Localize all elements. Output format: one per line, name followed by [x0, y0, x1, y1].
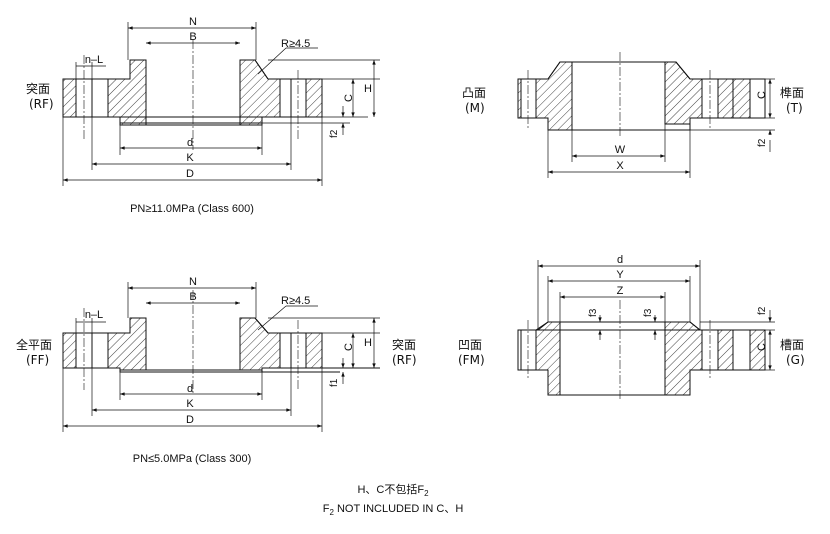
hub-section-right [664, 321, 703, 396]
ring-section-right [305, 78, 323, 118]
caption-class300: PN≤5.0MPa (Class 300) [133, 453, 252, 465]
dim-C: C [343, 94, 355, 102]
dim-f1: f1 [329, 378, 340, 387]
bolt-hole-left [520, 78, 537, 119]
dim-nL: n–L [85, 309, 103, 321]
face-label-right-cn: 槽面 [780, 338, 804, 352]
bolt-hole-right [290, 332, 307, 369]
view-female-groove: d Y Z f3 f3 f2 C 凹面 (FM) 槽面 (G) [458, 254, 805, 400]
dim-Y: Y [616, 269, 624, 281]
dim-f2: f2 [329, 129, 340, 138]
dim-K: K [186, 152, 194, 164]
face-label-left-en: (M) [465, 101, 485, 115]
hub-section-left [107, 59, 147, 126]
face-label-left-cn: 凹面 [458, 338, 482, 352]
hub-section-right [239, 59, 281, 126]
face-label-left-en: (FM) [458, 353, 485, 367]
face-label-right-cn: 突面 [392, 337, 416, 352]
caption-class600: PN≥11.0MPa (Class 600) [130, 203, 254, 215]
hub-section-left [107, 317, 147, 371]
view-ff-class300: N B n–L R≥4.5 d K D C H f1 全平面 (FF) 突 [16, 276, 417, 465]
notes: H、C不包括F2 F2 NOT INCLUDED IN C、H [323, 482, 464, 517]
face-label-right-en: (G) [786, 353, 805, 367]
note-line-1: H、C不包括F2 [357, 482, 429, 498]
face-label-right-cn: 榫面 [780, 85, 804, 100]
view-rf-class600: N B n–L R≥4.5 d K D C H f2 突面 ( [26, 16, 380, 215]
hub-section-right [664, 61, 703, 125]
face-label-en: (RF) [29, 97, 54, 111]
dim-C: C [756, 343, 768, 351]
face-label-right-en: (RF) [392, 353, 417, 367]
face-label-left-cn: 凸面 [462, 86, 486, 100]
face-label-right-en: (T) [786, 101, 803, 115]
face-label-cn: 突面 [26, 81, 50, 96]
dim-f3-right: f3 [643, 308, 654, 317]
dim-Z: Z [617, 285, 624, 297]
dim-f2: f2 [757, 138, 768, 147]
view-male-tongue: W X C f2 凸面 (M) 榫面 (T) [462, 52, 804, 178]
flange-outline [62, 317, 323, 373]
dim-X: X [616, 160, 624, 172]
dim-D: D [186, 168, 194, 180]
bolt-hole-left [520, 329, 537, 371]
dim-K: K [186, 398, 194, 410]
bolt-hole-right [290, 78, 307, 118]
hub-section-left [535, 61, 573, 131]
dim-C: C [343, 343, 355, 351]
dim-f2: f2 [757, 306, 768, 315]
dim-D: D [186, 414, 194, 426]
dim-B: B [189, 31, 196, 43]
dim-B: B [189, 291, 196, 303]
dim-C: C [756, 91, 768, 99]
dim-R: R≥4.5 [281, 38, 310, 50]
flange-outline [62, 59, 323, 126]
dim-f3-left: f3 [588, 308, 599, 317]
dim-H: H [364, 83, 372, 95]
dim-H: H [364, 337, 372, 349]
ring-section-left [62, 78, 77, 118]
note-line-2: F2 NOT INCLUDED IN C、H [323, 503, 464, 517]
dim-d: d [617, 254, 623, 266]
dim-d: d [187, 137, 193, 149]
face-label-left-cn: 全平面 [16, 337, 52, 352]
dim-d: d [187, 383, 193, 395]
dim-N: N [189, 16, 197, 28]
dim-nL: n–L [85, 54, 103, 66]
face-label-left-en: (FF) [26, 353, 49, 367]
dim-W: W [615, 144, 626, 156]
dim-N: N [189, 276, 197, 288]
hub-section-right [239, 317, 281, 371]
hub-section-left [535, 321, 561, 396]
dim-R: R≥4.5 [281, 295, 310, 307]
